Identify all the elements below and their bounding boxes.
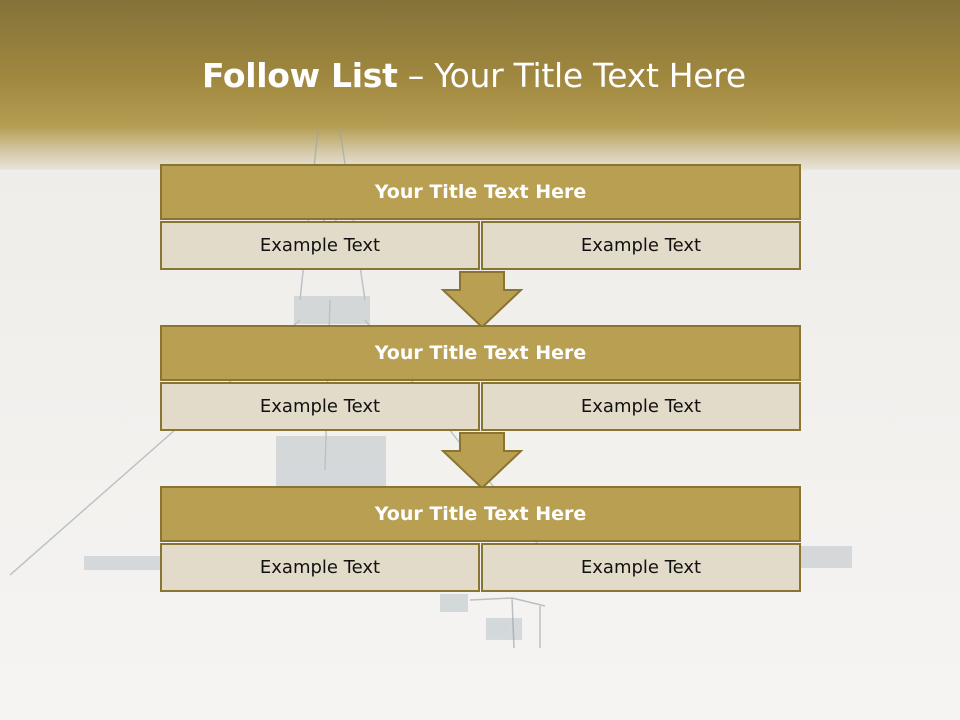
step-cell-left: Example Text (160, 221, 480, 270)
slide-title-bold: Follow List (202, 56, 398, 95)
step-cell-right: Example Text (481, 221, 801, 270)
step-title: Your Title Text Here (160, 325, 801, 381)
step-cells: Example Text Example Text (160, 382, 801, 431)
step-cell-left: Example Text (160, 543, 480, 592)
step-cell-right: Example Text (481, 543, 801, 592)
down-arrow-icon (440, 271, 524, 329)
step-block-1: Your Title Text Here Example Text Exampl… (160, 164, 801, 270)
step-cells: Example Text Example Text (160, 543, 801, 592)
step-block-2: Your Title Text Here Example Text Exampl… (160, 325, 801, 431)
step-title: Your Title Text Here (160, 164, 801, 220)
step-cells: Example Text Example Text (160, 221, 801, 270)
slide-title: Follow List – Your Title Text Here (202, 56, 746, 95)
step-cell-right: Example Text (481, 382, 801, 431)
down-arrow-icon (440, 432, 524, 490)
step-cell-left: Example Text (160, 382, 480, 431)
slide-title-rest: – Your Title Text Here (397, 56, 746, 95)
header-band (0, 0, 960, 175)
step-block-3: Your Title Text Here Example Text Exampl… (160, 486, 801, 592)
step-title: Your Title Text Here (160, 486, 801, 542)
